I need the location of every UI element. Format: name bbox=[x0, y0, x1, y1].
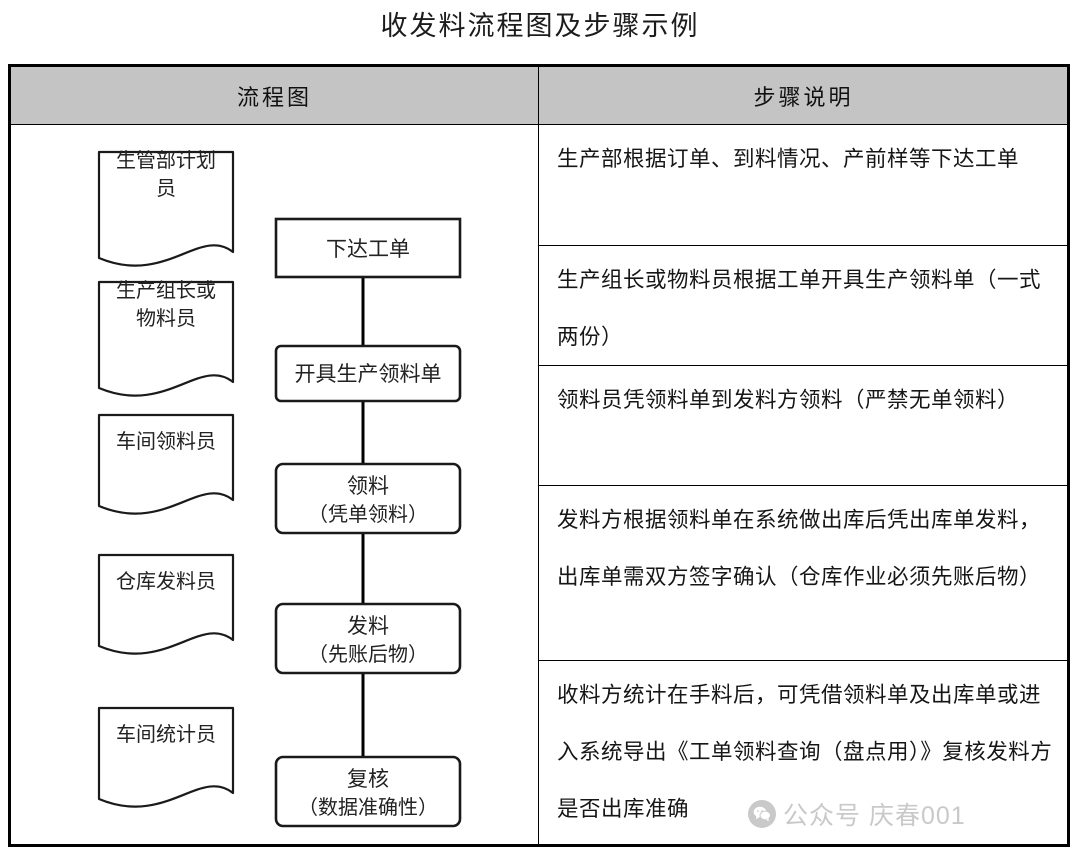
column-header-steps: 步骤说明 bbox=[753, 84, 854, 110]
process-box-3: 领料 （凭单领料） bbox=[274, 462, 462, 535]
process-label-3: 领料 bbox=[347, 474, 389, 498]
role-label-2-line1: 生产组长或 bbox=[116, 279, 216, 302]
column-divider bbox=[538, 67, 539, 844]
role-label-3: 车间领料员 bbox=[116, 430, 216, 453]
role-shape-5: 车间统计员 bbox=[97, 706, 235, 808]
step-description-5: 收料方统计在手料后，可凭借领料单及出库单或进入系统导出《工单领料查询（盘点用）》… bbox=[557, 683, 1053, 821]
flow-steps-table: 流程图 步骤说明 生管部计划 员 bbox=[8, 64, 1070, 847]
process-label-5: 复核 bbox=[347, 767, 389, 791]
process-box-1: 下达工单 bbox=[274, 217, 462, 279]
step-description-2: 生产组长或物料员根据工单开具生产领料单（一式两份） bbox=[539, 246, 1068, 366]
flowchart-svg: 生管部计划 员 生产组长或 物料员 车间领料员 仓库发料员 bbox=[97, 149, 462, 828]
page-title: 收发料流程图及步骤示例 bbox=[380, 11, 700, 41]
role-shape-1: 生管部计划 员 bbox=[97, 149, 235, 267]
process-box-2: 开具生产领料单 bbox=[274, 344, 462, 403]
step-description-3: 领料员凭领料单到发料方领料（严禁无单领料） bbox=[539, 366, 1068, 486]
role-label-1-line2: 员 bbox=[156, 178, 176, 200]
process-box-5: 复核 （数据准确性） bbox=[274, 755, 462, 828]
role-shape-3: 车间领料员 bbox=[97, 413, 235, 515]
process-sublabel-3: （凭单领料） bbox=[308, 503, 428, 526]
role-label-2-line2: 物料员 bbox=[136, 307, 196, 330]
process-sublabel-5: （数据准确性） bbox=[298, 796, 438, 819]
process-label-4: 发料 bbox=[347, 614, 389, 638]
process-label-1: 下达工单 bbox=[326, 237, 410, 261]
role-shape-4: 仓库发料员 bbox=[97, 553, 235, 655]
step-description-4: 发料方根据领料单在系统做出库后凭出库单发料，出库单需双方签字确认（仓库作业必须先… bbox=[539, 486, 1068, 661]
process-sublabel-4: （先账后物） bbox=[308, 643, 428, 666]
table-header-row: 流程图 步骤说明 bbox=[11, 67, 1067, 125]
role-label-5: 车间统计员 bbox=[116, 723, 216, 746]
step-description-1: 生产部根据订单、到料情况、产前样等下达工单 bbox=[539, 125, 1068, 246]
role-shape-2: 生产组长或 物料员 bbox=[97, 279, 235, 397]
column-header-flowchart: 流程图 bbox=[236, 84, 312, 110]
role-label-1-line1: 生管部计划 bbox=[116, 149, 216, 172]
process-label-2: 开具生产领料单 bbox=[295, 362, 442, 386]
role-label-4: 仓库发料员 bbox=[116, 570, 216, 593]
process-box-4: 发料 （先账后物） bbox=[274, 602, 462, 675]
flowchart-cell: 生管部计划 员 生产组长或 物料员 车间领料员 仓库发料员 bbox=[11, 125, 538, 844]
